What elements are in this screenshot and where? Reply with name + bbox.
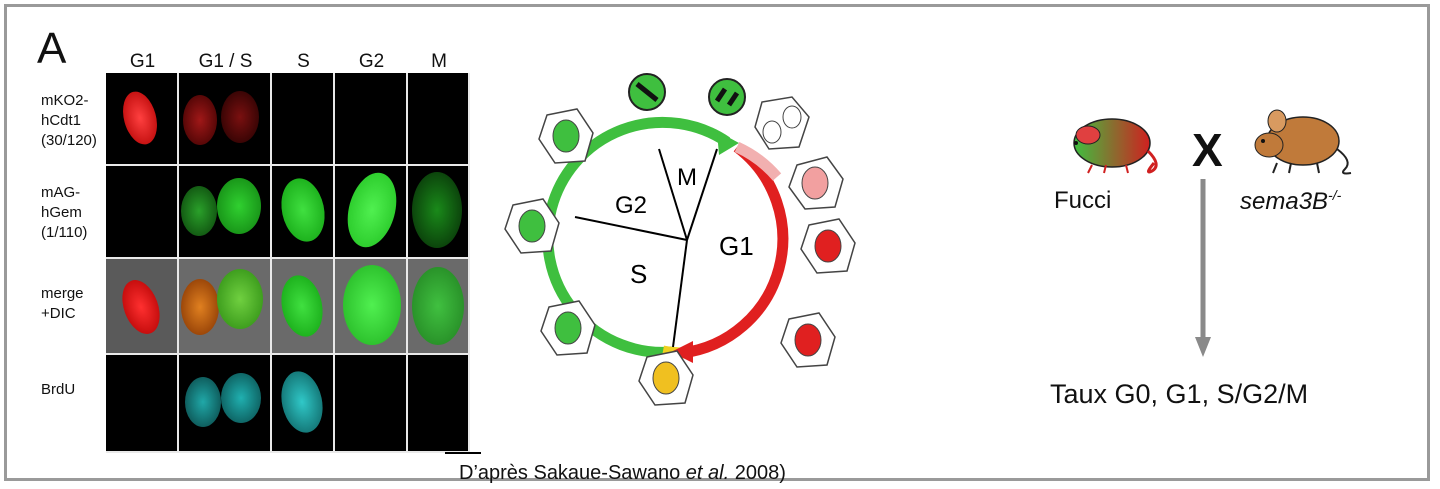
cell-r2-g1s xyxy=(179,166,272,259)
cell-icon-split xyxy=(755,97,809,149)
cell-icon-red1 xyxy=(801,219,855,273)
column-header-s: S xyxy=(272,51,335,73)
cell-r1-s xyxy=(272,73,335,166)
cell-r2-g1 xyxy=(106,166,179,259)
cell-icon-green3 xyxy=(539,109,593,163)
cell-r4-g2 xyxy=(335,355,408,453)
row-header-mag: mAG- hGem (1/110) xyxy=(41,183,87,243)
cell-icon-green1 xyxy=(541,301,595,355)
cross-symbol: X xyxy=(1192,123,1223,177)
cell-r1-g2 xyxy=(335,73,408,166)
phase-label-s: S xyxy=(630,259,647,289)
rates-label: Taux G0, G1, S/G2/M xyxy=(1050,379,1308,410)
cell-r2-s xyxy=(272,166,335,259)
row-header-brdu: BrdU xyxy=(41,380,75,400)
cell-icon-yellow xyxy=(639,351,693,405)
column-header-m: M xyxy=(408,51,470,73)
panel-letter: A xyxy=(37,27,66,71)
column-header-g1-s: G1 / S xyxy=(179,51,272,73)
microscopy-grid xyxy=(106,73,470,453)
cell-r1-g1 xyxy=(106,73,179,166)
sema3b-label: sema3B-/- xyxy=(1240,187,1341,216)
phase-label-g2: G2 xyxy=(615,192,647,219)
cell-r3-s xyxy=(272,259,335,355)
phase-label-m: M xyxy=(677,164,697,191)
cell-r2-g2 xyxy=(335,166,408,259)
sema3b-label-text: sema3B xyxy=(1240,188,1328,215)
cell-cycle-diagram: G2 M S G1 xyxy=(487,57,907,467)
cell-r4-s xyxy=(272,355,335,453)
cell-r3-m xyxy=(408,259,470,355)
column-header-g1: G1 xyxy=(106,51,179,73)
cell-r3-g1 xyxy=(106,259,179,355)
cell-icon-m2 xyxy=(709,79,745,115)
figure-frame: A G1 G1 / S S G2 M mKO2- hCdt1 (30/120) … xyxy=(4,4,1430,481)
cell-r1-m xyxy=(408,73,470,166)
cell-r2-m xyxy=(408,166,470,259)
cell-icon-red2 xyxy=(781,313,835,367)
row-header-mko2: mKO2- hCdt1 (30/120) xyxy=(41,91,97,151)
down-arrow-icon xyxy=(1192,179,1214,359)
cell-icon-m1 xyxy=(629,74,665,110)
sema3b-label-sup: -/- xyxy=(1328,187,1341,203)
fucci-label: Fucci xyxy=(1054,187,1111,215)
sema3b-mouse-icon xyxy=(1247,103,1359,179)
cell-r4-g1s xyxy=(179,355,272,453)
cell-r3-g1s xyxy=(179,259,272,355)
cell-r4-g1 xyxy=(106,355,179,453)
fucci-mouse-icon xyxy=(1062,105,1172,177)
cell-icon-pink xyxy=(789,157,843,209)
scale-bar xyxy=(445,452,481,454)
cell-r3-g2 xyxy=(335,259,408,355)
column-header-g2: G2 xyxy=(335,51,408,73)
cell-r4-m xyxy=(408,355,470,453)
phase-label-g1: G1 xyxy=(719,231,754,261)
cell-r1-g1s xyxy=(179,73,272,166)
row-header-merge: merge +DIC xyxy=(41,284,84,324)
